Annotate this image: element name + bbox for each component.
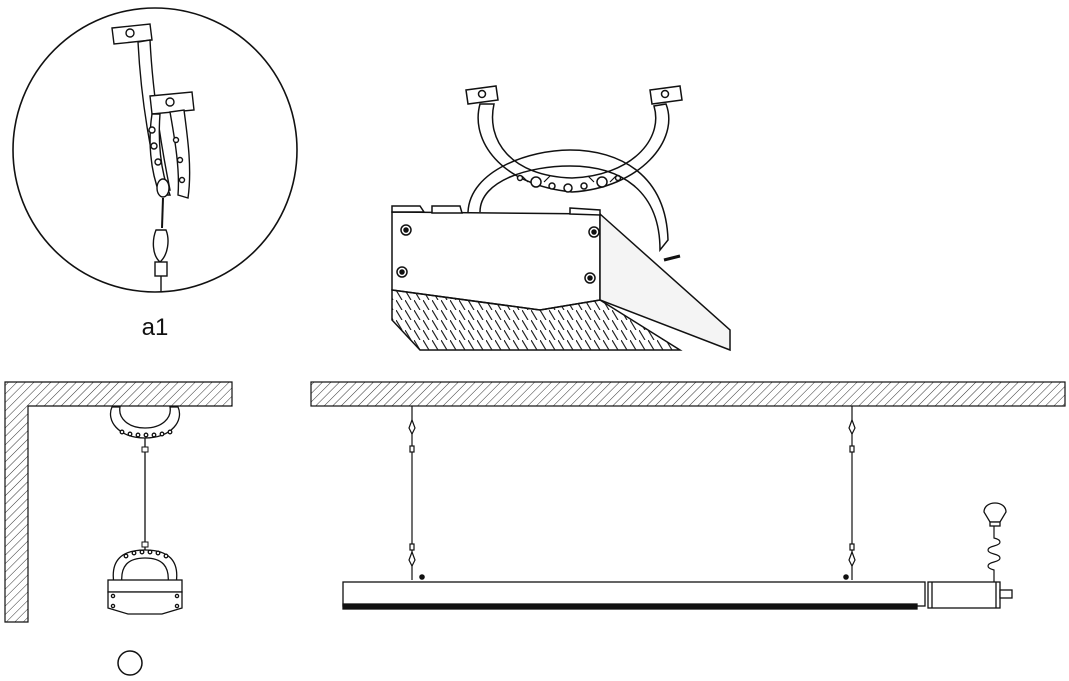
hook-icon [152,178,170,292]
ceiling-bracket-tab-lower [148,91,195,199]
plug-icon [983,502,1007,527]
front-view [310,381,1066,610]
u-bracket [465,85,683,193]
side-heater [107,549,183,615]
perspective-view [391,85,731,352]
suspension-wire-right [843,406,856,580]
heater-end-cap [391,205,731,352]
coiled-cord-icon [987,526,1001,582]
side-top-bracket [109,406,181,439]
ceiling-hatch [310,381,1066,407]
ceiling-wall-hatch [4,381,233,623]
detail-label: a1 [142,314,169,341]
suspension-wire-left [408,406,425,580]
heater-fins [391,289,683,351]
heater-body [342,581,1013,610]
side-view [4,381,233,676]
detail-a1: a1 [12,7,298,341]
view-indicator-circle [117,650,143,676]
bracket-hoop [467,149,669,253]
